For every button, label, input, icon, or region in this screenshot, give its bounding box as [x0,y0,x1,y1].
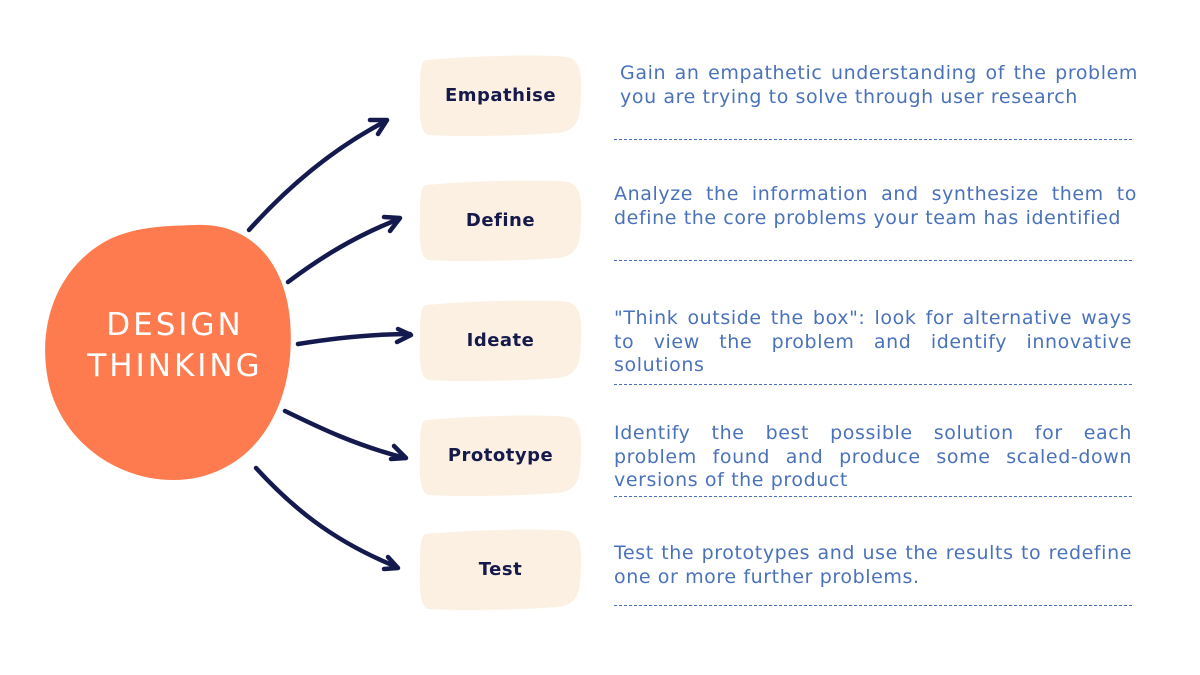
center-title: DESIGN THINKING [60,305,290,387]
arrowhead-icon-test [381,554,401,572]
arrowhead-icon-ideate [394,326,414,345]
step-label: Prototype [447,444,554,466]
step-description-prototype: Identify the best possible solution for … [614,422,1132,491]
divider-dashed [614,605,1132,606]
divider-dashed [614,496,1132,497]
box-shape [419,529,582,610]
box-shape [419,300,582,381]
divider-dashed [614,260,1132,261]
step-description-define: Analyze the information and synthesize t… [614,183,1137,229]
box-shape [419,55,582,136]
step-description-test: Test the prototypes and use the results … [614,542,1132,588]
divider-dashed [614,384,1132,385]
step-box-define: Define [418,179,583,261]
arrow-icon-empathise [246,118,389,233]
center-title-line1: DESIGN [106,307,244,343]
arrow-icon-ideate [295,331,413,347]
divider-dashed [614,139,1132,140]
arrow-icon-define [285,216,402,285]
box-shape [419,180,582,261]
arrow-icon-prototype [282,408,408,461]
box-shape [419,415,582,496]
arrow-icon-test [253,465,400,570]
step-label: Define [465,209,536,231]
step-description-ideate: "Think outside the box": look for altern… [614,307,1132,376]
step-box-test: Test [418,528,583,610]
arrowhead-icon-prototype [388,443,409,462]
arrowhead-icon-empathise [367,117,390,137]
step-box-empathise: Empathise [418,54,583,136]
step-label: Test [478,558,523,580]
step-box-ideate: Ideate [418,299,583,381]
design-thinking-blob [45,224,291,481]
step-label: Empathise [444,84,557,106]
arrowhead-icon-define [381,214,403,234]
center-title-line2: THINKING [87,348,263,384]
step-label: Ideate [466,329,535,351]
step-box-prototype: Prototype [418,414,583,496]
step-description-empathise: Gain an empathetic understanding of the … [620,62,1138,108]
